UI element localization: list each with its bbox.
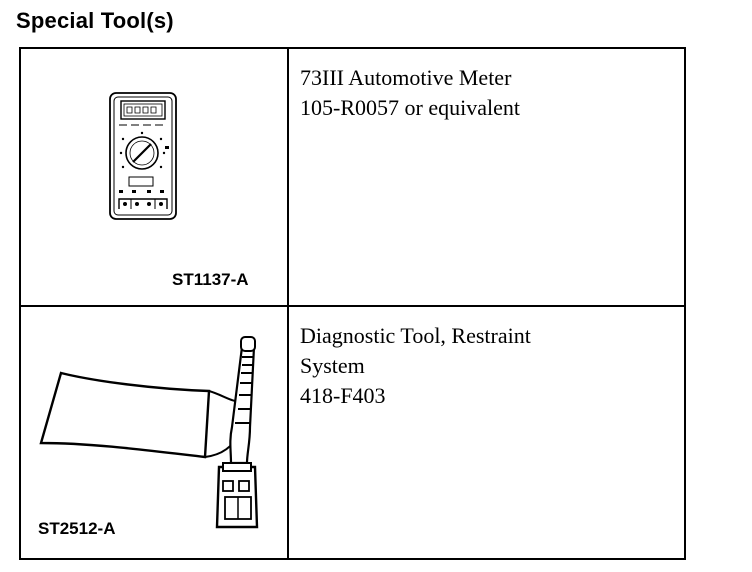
multimeter-icon <box>109 92 177 220</box>
row-divider <box>21 305 684 307</box>
column-divider <box>287 49 289 558</box>
figure-code: ST2512-A <box>38 519 116 538</box>
section-title: Special Tool(s) <box>16 8 174 33</box>
tool-name-continued: System <box>300 353 365 378</box>
tool-description: Diagnostic Tool, Restraint System 418-F4… <box>300 321 670 411</box>
tool-row: ST2512-A Diagnostic Tool, Restraint Syst… <box>21 307 684 560</box>
diagnostic-cable-icon <box>39 336 259 529</box>
tool-part-number: 105-R0057 or equivalent <box>300 95 520 120</box>
figure-code: ST1137-A <box>172 270 249 289</box>
tool-part-number: 418-F403 <box>300 383 386 408</box>
tool-illustration-cell: ST2512-A <box>21 307 287 560</box>
tool-name: 73III Automotive Meter <box>300 65 512 90</box>
tool-row: ST1137-A 73III Automotive Meter 105-R005… <box>21 49 684 305</box>
tool-name: Diagnostic Tool, Restraint <box>300 323 531 348</box>
tool-illustration-cell: ST1137-A <box>21 49 287 305</box>
special-tools-table: ST1137-A 73III Automotive Meter 105-R005… <box>19 47 686 560</box>
tool-description: 73III Automotive Meter 105-R0057 or equi… <box>300 63 670 123</box>
